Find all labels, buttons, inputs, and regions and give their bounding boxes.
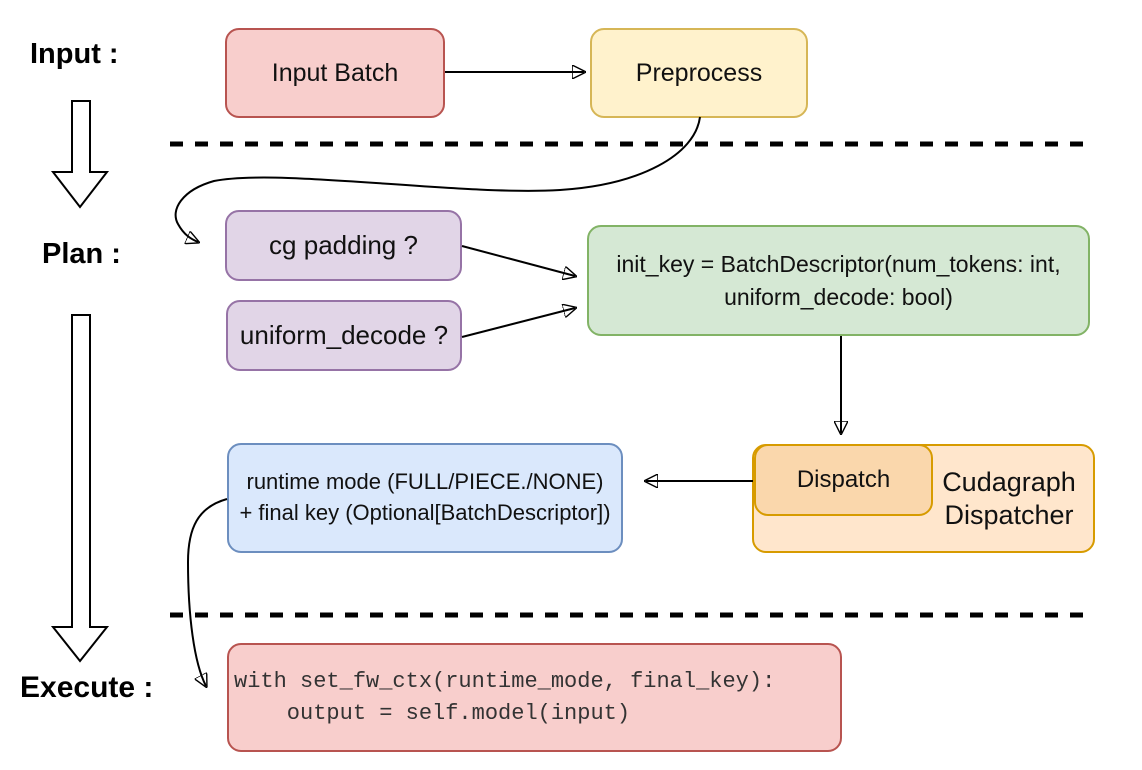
init-key-node: init_key = BatchDescriptor(num_tokens: i… bbox=[587, 225, 1090, 336]
execute-code-text: with set_fw_ctx(runtime_mode, final_key)… bbox=[234, 668, 776, 726]
input-stage-label: Input : bbox=[30, 38, 119, 70]
cudagraph-label-line2: Dispatcher bbox=[944, 499, 1074, 530]
init-key-line2: uniform_decode: bool) bbox=[724, 283, 953, 310]
cg-padding-node: cg padding ? bbox=[225, 210, 462, 281]
plan-to-execute-hollow-arrow bbox=[50, 314, 110, 663]
arrow-uniformdecode-to-initkey bbox=[461, 308, 575, 338]
uniform-decode-label: uniform_decode ? bbox=[239, 320, 449, 351]
plan-stage-label: Plan : bbox=[42, 238, 121, 270]
arrow-runtime-to-execute bbox=[186, 498, 228, 686]
runtime-mode-line2: + final key (Optional[BatchDescriptor]) bbox=[239, 500, 611, 525]
cudagraph-dispatcher-label: Cudagraph Dispatcher bbox=[925, 466, 1093, 531]
arrow-cgpadding-to-initkey bbox=[461, 245, 575, 276]
init-key-line1: init_key = BatchDescriptor(num_tokens: i… bbox=[616, 251, 1061, 278]
uniform-decode-node: uniform_decode ? bbox=[226, 300, 462, 371]
runtime-mode-line1: runtime mode (FULL/PIECE./NONE) bbox=[246, 469, 604, 495]
cudagraph-label-line1: Cudagraph bbox=[942, 467, 1076, 498]
input-to-plan-hollow-arrow bbox=[50, 100, 110, 209]
preprocess-node: Preprocess bbox=[590, 28, 808, 118]
execute-code-node: with set_fw_ctx(runtime_mode, final_key)… bbox=[227, 643, 842, 752]
dispatch-node: Dispatch bbox=[754, 444, 933, 516]
cg-padding-label: cg padding ? bbox=[269, 230, 418, 261]
preprocess-label: Preprocess bbox=[635, 58, 763, 87]
input-batch-label: Input Batch bbox=[271, 58, 399, 87]
execute-stage-label: Execute : bbox=[20, 671, 154, 704]
dispatch-label: Dispatch bbox=[796, 466, 891, 494]
input-batch-node: Input Batch bbox=[225, 28, 445, 118]
runtime-mode-node: runtime mode (FULL/PIECE./NONE) + final … bbox=[227, 443, 623, 553]
